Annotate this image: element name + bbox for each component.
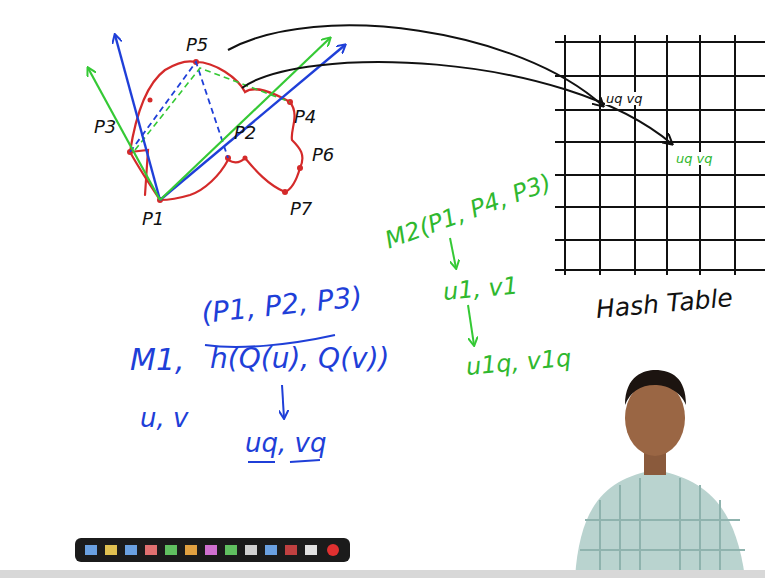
point-label: P4 — [294, 108, 316, 126]
point-label: P2 — [234, 124, 256, 142]
basis-axis — [160, 45, 345, 200]
handwritten-note: u1q, v1q — [465, 346, 572, 379]
handwritten-note: uq, vq — [245, 430, 326, 456]
point-label: P1 — [142, 210, 164, 228]
point-label: P6 — [312, 146, 334, 164]
basis-axis — [160, 38, 330, 200]
handwritten-note: M1, — [130, 345, 185, 375]
handwritten-note: (P1, P2, P3) — [200, 283, 364, 328]
bottom-strip — [0, 570, 765, 578]
toolbar — [75, 538, 350, 562]
contour-points — [127, 59, 303, 203]
hash-arrow — [228, 25, 603, 106]
table-entry: uq vq — [675, 152, 714, 165]
handwritten-note: u, v — [140, 405, 188, 431]
table-heading: Hash Table — [595, 285, 734, 322]
table-entry: uq vq — [605, 92, 644, 105]
step-arrow — [468, 305, 474, 345]
hash-arrow — [242, 62, 672, 144]
hash-grid — [555, 35, 765, 275]
handwritten-note: M2(P1, P4, P3) — [382, 170, 554, 252]
step-arrow — [282, 385, 284, 418]
handwritten-note: h(Q(u), Q(v)) — [210, 345, 389, 373]
toolbar-icons — [85, 544, 339, 556]
basis-axis — [115, 35, 160, 200]
point-label: P5 — [186, 36, 208, 54]
lecturer — [575, 370, 745, 578]
point-label: P7 — [290, 200, 312, 218]
object-contour — [130, 61, 302, 200]
point-label: P3 — [94, 118, 116, 136]
underline — [248, 460, 320, 462]
step-arrow — [450, 238, 456, 268]
basis-axis — [88, 68, 160, 200]
hash-table: uq vquq vqHash Table — [565, 42, 765, 270]
handwritten-note: u1, v1 — [442, 273, 519, 303]
